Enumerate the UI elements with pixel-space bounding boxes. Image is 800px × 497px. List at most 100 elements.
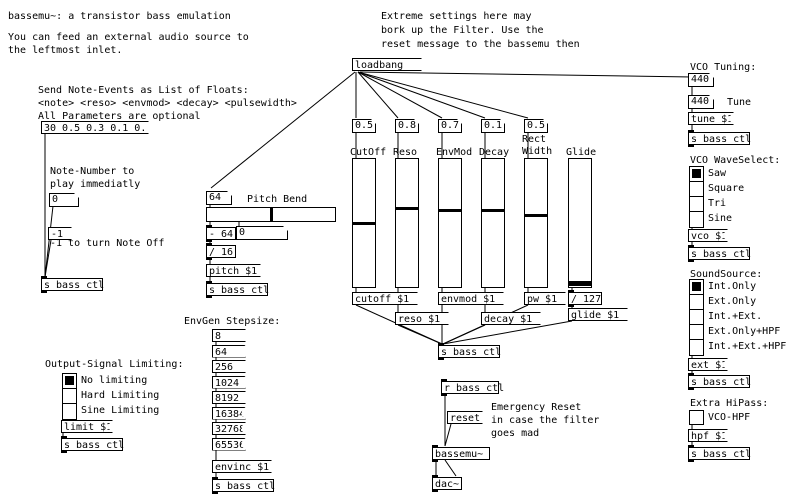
hpf-message[interactable]: hpf $1 (688, 429, 728, 442)
limit-option-label: Hard Limiting (81, 390, 160, 401)
slider-number-box[interactable]: 0.5 (352, 119, 376, 133)
pitch-output-number[interactable]: 0 (236, 226, 288, 240)
sound-source-title: SoundSource: (690, 269, 763, 280)
tune-message[interactable]: tune $1 (688, 112, 734, 125)
dac-object[interactable]: dac~ (432, 475, 462, 492)
vertical-slider[interactable] (438, 158, 462, 288)
filter-send-object[interactable]: s bass_ctl (438, 343, 501, 360)
wave-option-label: Saw (708, 168, 727, 179)
note-number-box[interactable]: 0 (49, 193, 79, 207)
note-off-label: -1 to turn Note Off (50, 238, 165, 249)
hpf-send-object[interactable]: s bass_ctl (688, 445, 751, 462)
vertical-slider[interactable] (568, 158, 592, 288)
source-radio-cell[interactable] (690, 295, 703, 310)
source-send-object[interactable]: s bass_ctl (688, 373, 751, 390)
vertical-slider-knob[interactable] (482, 209, 504, 212)
vco-hpf-toggle[interactable] (689, 410, 704, 425)
limit-radio-cell[interactable] (63, 374, 76, 389)
wave-radio-cell[interactable] (690, 182, 703, 197)
note-list-message[interactable]: 30 0.5 0.3 0.1 0.5 (41, 121, 149, 134)
vco-message[interactable]: vco $1 (688, 229, 728, 242)
slider-number-box[interactable]: 0.7 (438, 119, 462, 133)
source-option-label: Int.+Ext. (708, 311, 763, 322)
source-radio-cell[interactable] (690, 280, 703, 295)
vco-tuning-number-b[interactable]: 440 (688, 95, 714, 109)
envgen-step-message[interactable]: 8 (212, 329, 246, 342)
vco-tuning-number-a[interactable]: 440 (688, 73, 714, 87)
slider-number-box[interactable]: 0.5 (524, 119, 548, 133)
limit-message[interactable]: limit $1 (61, 420, 113, 433)
wave-radio-cell[interactable] (690, 167, 703, 182)
slider-message[interactable]: decay $1 (481, 312, 541, 325)
loadbang-object[interactable]: loadbang (352, 58, 422, 71)
envgen-step-message[interactable]: 8192 (212, 391, 246, 404)
receive-bass-ctl-object[interactable]: r bass_ctl (441, 379, 504, 396)
tune-send-object[interactable]: s bass_ctl (688, 130, 751, 147)
pitch-bend-label: Pitch Bend (247, 194, 308, 205)
vertical-slider-knob[interactable] (396, 207, 418, 210)
slider-message[interactable]: reso $1 (395, 312, 449, 325)
vertical-slider[interactable] (481, 158, 505, 288)
source-option-label: Ext.Only (708, 296, 757, 307)
ext-message[interactable]: ext $1 (688, 358, 728, 371)
vco-send-object[interactable]: s bass_ctl (688, 245, 751, 262)
pitch-send-object[interactable]: s bass_ctl (206, 281, 269, 298)
envgen-send-object[interactable]: s bass_ctl (212, 477, 275, 494)
vertical-slider[interactable] (524, 158, 548, 288)
slider-message[interactable]: glide $1 (568, 308, 628, 321)
emergency-reset-label: Emergency Reset in case the filter goes … (491, 402, 600, 439)
vertical-slider-knob[interactable] (569, 281, 591, 286)
note-send-object[interactable]: s bass_ctl (41, 276, 104, 293)
slider-label: Rect Width (522, 134, 553, 157)
vertical-slider-knob[interactable] (525, 214, 547, 217)
vertical-slider-knob[interactable] (439, 209, 461, 212)
envinc-message[interactable]: envinc $1 (212, 460, 272, 473)
slider-number-box[interactable]: 0.1 (481, 119, 505, 133)
hipass-title: Extra HiPass: (690, 398, 769, 409)
vertical-slider-knob[interactable] (353, 222, 375, 225)
limit-radio-group[interactable] (62, 373, 77, 420)
limit-option-label: No limiting (81, 375, 148, 386)
envgen-step-message[interactable]: 64 (212, 345, 246, 358)
slider-message[interactable]: envmod $1 (438, 292, 504, 305)
reset-message[interactable]: reset (447, 411, 483, 424)
pitch-minus-object[interactable]: - 64 (206, 225, 236, 242)
slider-label: CutOff (350, 147, 387, 158)
note-number-label: Note-Number to play immediatly (50, 166, 141, 190)
wave-option-label: Tri (708, 198, 727, 209)
envgen-step-message[interactable]: 65536 (212, 438, 246, 451)
pitch-bend-slider[interactable] (206, 207, 336, 222)
limit-send-object[interactable]: s bass_ctl (61, 436, 124, 453)
envgen-step-message[interactable]: 256 (212, 360, 246, 373)
glide-divide-object[interactable]: / 127 (568, 290, 602, 307)
pitch-message[interactable]: pitch $1 (206, 264, 261, 277)
vco-wave-title: VCO WaveSelect: (690, 155, 781, 166)
slider-label: Decay (479, 147, 510, 158)
source-radio-cell[interactable] (690, 310, 703, 325)
limit-radio-cell[interactable] (63, 389, 76, 404)
slider-message[interactable]: pw $1 (524, 292, 566, 305)
wave-radio-cell[interactable] (690, 212, 703, 227)
wave-radio-cell[interactable] (690, 197, 703, 212)
envgen-step-message[interactable]: 16384 (212, 407, 246, 420)
slider-number-box[interactable]: 0.8 (395, 119, 419, 133)
slider-label: Glide (566, 147, 597, 158)
limit-radio-cell[interactable] (63, 404, 76, 419)
envgen-step-message[interactable]: 1024 (212, 376, 246, 389)
source-option-label: Ext.Only+HPF (708, 326, 781, 337)
pitch-divide-object[interactable]: / 16 (206, 243, 236, 260)
note-off-message[interactable]: -1 (48, 227, 72, 240)
pitch-number-box[interactable]: 64 (206, 191, 232, 205)
envgen-step-message[interactable]: 32768 (212, 422, 246, 435)
pitch-bend-slider-knob[interactable] (270, 208, 273, 221)
slider-message[interactable]: cutoff $1 (352, 292, 418, 305)
source-radio-group[interactable] (689, 279, 704, 356)
wave-radio-group[interactable] (689, 166, 704, 228)
envgen-title: EnvGen Stepsize: (184, 316, 281, 327)
vertical-slider[interactable] (395, 158, 419, 288)
bassemu-object[interactable]: bassemu~ (432, 445, 490, 462)
vertical-slider[interactable] (352, 158, 376, 288)
source-radio-cell[interactable] (690, 325, 703, 340)
source-radio-cell[interactable] (690, 340, 703, 355)
